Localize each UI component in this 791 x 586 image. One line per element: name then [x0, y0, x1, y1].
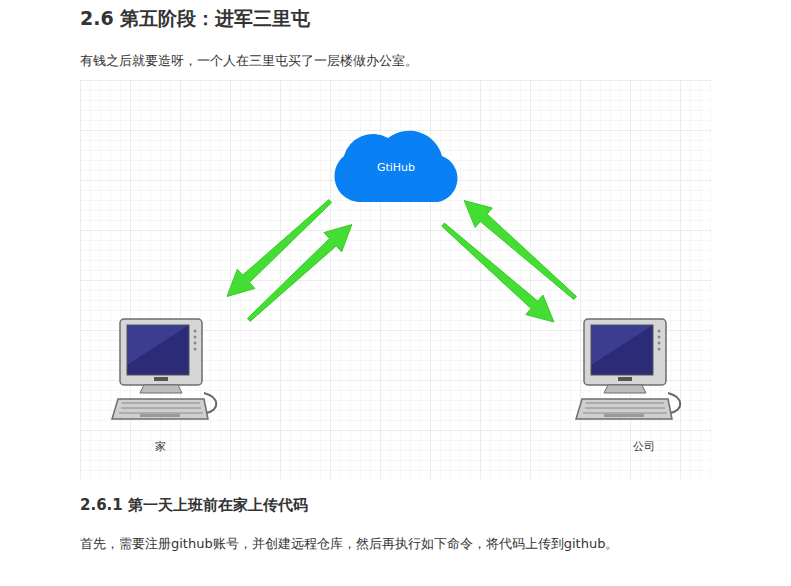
computer-icon	[572, 315, 696, 427]
sync-arrow	[442, 223, 554, 322]
computer-node: 公司	[572, 315, 696, 460]
computer-node: 家	[108, 315, 232, 460]
node-label: 公司	[633, 439, 655, 454]
computer-label-wrap: 家	[155, 439, 166, 454]
paragraph: 有钱之后就要造呀，一个人在三里屯买了一层楼做办公室。	[80, 52, 418, 70]
cloud-node: GtiHub	[330, 118, 462, 206]
sync-arrow	[247, 225, 352, 322]
computer-icon	[108, 315, 232, 427]
node-label: 家	[155, 439, 166, 454]
computer-label-wrap: 公司	[633, 439, 655, 454]
sub-heading: 2.6.1 第一天上班前在家上传代码	[80, 496, 308, 515]
cloud-text-wrap: GtiHub	[330, 118, 462, 206]
sync-arrow	[464, 201, 576, 300]
paragraph: 首先，需要注册github账号，并创建远程仓库，然后再执行如下命令，将代码上传到…	[80, 535, 618, 553]
page-heading: 2.6 第五阶段：进军三里屯	[80, 6, 310, 32]
sync-arrow	[227, 200, 332, 297]
node-label: GtiHub	[377, 161, 415, 174]
